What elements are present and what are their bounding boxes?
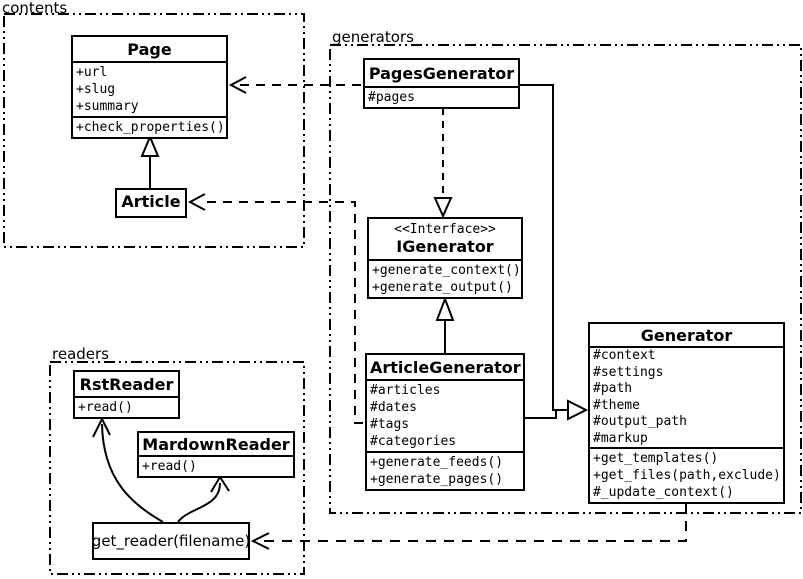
class-page-name: Page xyxy=(73,37,226,63)
class-mardownreader-methods: +read() xyxy=(139,457,293,476)
edge-pagesgenerator-to-generator xyxy=(520,84,567,411)
class-page-attributes: +url +slug +summary xyxy=(73,63,226,118)
package-generators-border xyxy=(329,44,802,514)
method: +read() xyxy=(78,400,133,415)
open-arrowhead-page xyxy=(228,76,247,94)
package-readers-border xyxy=(49,361,305,575)
package-label-contents: contents xyxy=(2,0,68,17)
method: +generate_pages() xyxy=(370,472,504,487)
class-igenerator-name: IGenerator xyxy=(396,237,494,256)
edge-getreader-to-mardownreader xyxy=(177,482,221,523)
class-igenerator-title: <<Interface>> IGenerator xyxy=(369,219,521,261)
edge-getreader-to-rstreader xyxy=(101,423,164,523)
class-page-methods: +check_properties() xyxy=(73,118,226,137)
edge-articlegenerator-to-generator xyxy=(525,410,557,419)
class-article: Article xyxy=(115,188,187,218)
edge-generator-to-getreader xyxy=(263,503,687,542)
class-article-name: Article xyxy=(121,192,181,211)
class-articlegenerator-name: ArticleGenerator xyxy=(367,355,523,381)
attribute: #tags xyxy=(370,417,410,432)
inheritance-triangle-igenerator xyxy=(435,296,455,321)
attribute: #settings xyxy=(593,364,664,380)
attribute: #theme xyxy=(593,397,640,413)
class-articlegenerator-methods: +generate_feeds() +generate_pages() xyxy=(367,453,523,489)
class-articlegenerator-attributes: #articles #dates #tags #categories xyxy=(367,381,523,453)
inheritance-triangle-generator xyxy=(567,399,589,421)
class-rstreader: RstReader +read() xyxy=(73,370,180,419)
class-generator: Generator #context #settings #path #them… xyxy=(588,322,785,504)
class-mardownreader-name: MardownReader xyxy=(139,433,293,457)
attribute: +slug xyxy=(76,82,116,97)
edge-articlegenerator-to-article xyxy=(207,201,365,424)
attribute: #articles xyxy=(370,383,441,398)
method: +generate_feeds() xyxy=(370,455,504,470)
package-contents-border xyxy=(3,13,305,248)
realization-triangle-igenerator xyxy=(433,197,453,219)
attribute: #output_path xyxy=(593,414,687,429)
method: +get_files(path,exclude) xyxy=(593,468,781,483)
attribute: #context xyxy=(593,348,656,363)
method: +get_templates() xyxy=(593,451,719,466)
open-arrowhead-rstreader xyxy=(92,416,111,438)
class-articlegenerator: ArticleGenerator #articles #dates #tags … xyxy=(365,353,525,491)
attribute: #dates xyxy=(370,400,417,415)
class-page: Page +url +slug +summary +check_properti… xyxy=(71,35,228,139)
open-arrowhead-getreader xyxy=(250,532,270,550)
class-rstreader-name: RstReader xyxy=(75,372,178,398)
attribute: #pages xyxy=(368,90,415,105)
method: +generate_context() xyxy=(372,263,521,278)
class-mardownreader: MardownReader +read() xyxy=(137,431,295,478)
package-label-readers: readers xyxy=(52,345,109,363)
class-igenerator: <<Interface>> IGenerator +generate_conte… xyxy=(367,217,523,299)
attribute: +summary xyxy=(76,99,139,114)
class-igenerator-methods: +generate_context() +generate_output() xyxy=(369,261,521,297)
class-pagesgenerator: PagesGenerator #pages xyxy=(363,58,520,109)
function-box-get-reader: get_reader(filename) xyxy=(92,522,250,560)
class-pagesgenerator-attributes: #pages xyxy=(365,88,518,107)
class-pagesgenerator-name: PagesGenerator xyxy=(365,60,518,88)
class-generator-attributes: #context #settings #path #theme #output_… xyxy=(590,348,783,449)
method: +generate_output() xyxy=(372,280,513,295)
class-generator-methods: +get_templates() +get_files(path,exclude… xyxy=(590,449,783,502)
package-label-generators: generators xyxy=(332,28,414,46)
attribute: #path xyxy=(593,381,633,396)
class-igenerator-stereotype: <<Interface>> xyxy=(394,222,496,237)
open-arrowhead-article xyxy=(187,193,206,211)
attribute: +url xyxy=(76,65,108,80)
method: +check_properties() xyxy=(76,120,225,135)
method: +read() xyxy=(142,459,197,474)
class-generator-name: Generator xyxy=(590,324,783,348)
attribute: #categories xyxy=(370,434,457,449)
method: #_update_context() xyxy=(593,485,734,500)
class-rstreader-methods: +read() xyxy=(75,398,178,417)
inheritance-triangle-page xyxy=(140,134,160,157)
attribute: #markup xyxy=(593,430,648,446)
